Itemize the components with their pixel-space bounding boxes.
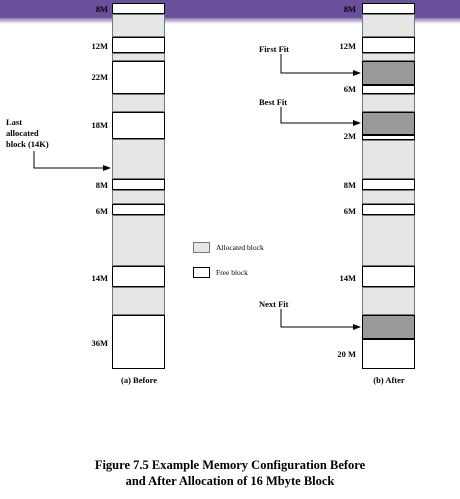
last-allocated-label-line2: allocated bbox=[6, 128, 39, 138]
size-label: 12M bbox=[339, 41, 356, 51]
slide-header-fade bbox=[0, 18, 460, 24]
block-allocated bbox=[362, 287, 415, 315]
size-label: 8M bbox=[343, 4, 356, 14]
block-allocated bbox=[112, 287, 165, 315]
size-label: 22M bbox=[91, 72, 108, 82]
size-label: 8M bbox=[95, 180, 108, 190]
block-allocated bbox=[362, 140, 415, 179]
block-free-14m bbox=[112, 266, 165, 287]
size-label: 14M bbox=[339, 273, 356, 283]
block-free-14m bbox=[362, 266, 415, 287]
size-label: 6M bbox=[343, 206, 356, 216]
block-free-8m bbox=[112, 3, 165, 14]
size-label: 36M bbox=[91, 338, 108, 348]
figure-caption-line2: and After Allocation of 16 Mbyte Block bbox=[125, 474, 335, 488]
block-first-fit bbox=[362, 61, 415, 85]
block-allocated bbox=[112, 94, 165, 112]
block-allocated bbox=[362, 14, 415, 37]
block-free-2m bbox=[362, 135, 415, 140]
legend-free-swatch bbox=[193, 267, 210, 278]
last-allocated-label-line3: block (14K) bbox=[6, 139, 49, 149]
block-free-8m bbox=[362, 3, 415, 14]
block-allocated bbox=[362, 53, 415, 61]
size-label: 2M bbox=[343, 131, 356, 141]
first-fit-arrow bbox=[280, 54, 361, 76]
block-free-6m bbox=[112, 204, 165, 215]
block-free-36m bbox=[112, 315, 165, 369]
block-best-fit bbox=[362, 112, 415, 135]
after-caption: (b) After bbox=[373, 375, 405, 385]
block-free-8m bbox=[112, 179, 165, 190]
block-free-12m bbox=[112, 37, 165, 53]
block-free-8m bbox=[362, 179, 415, 190]
block-next-fit bbox=[362, 315, 415, 339]
block-free-20m bbox=[362, 339, 415, 369]
block-allocated-last bbox=[112, 139, 165, 179]
before-caption: (a) Before bbox=[121, 375, 157, 385]
block-allocated bbox=[112, 215, 165, 266]
block-allocated bbox=[362, 94, 415, 112]
block-allocated bbox=[112, 190, 165, 204]
last-allocated-arrow bbox=[33, 151, 111, 171]
best-fit-arrow bbox=[280, 107, 361, 126]
block-free-6m bbox=[362, 204, 415, 215]
size-label: 6M bbox=[343, 84, 356, 94]
block-free-18m bbox=[112, 112, 165, 139]
size-label: 20 M bbox=[337, 349, 356, 359]
size-label: 8M bbox=[343, 180, 356, 190]
next-fit-arrow bbox=[280, 309, 361, 330]
next-fit-label: Next Fit bbox=[259, 299, 289, 309]
figure-caption-line1: Figure 7.5 Example Memory Configuration … bbox=[94, 458, 366, 472]
legend-free-label: Free block bbox=[216, 268, 248, 277]
best-fit-label: Best Fit bbox=[259, 97, 288, 107]
block-allocated bbox=[112, 53, 165, 61]
block-allocated bbox=[362, 215, 415, 266]
size-label: 8M bbox=[95, 4, 108, 14]
size-label: 6M bbox=[95, 206, 108, 216]
size-label: 18M bbox=[91, 120, 108, 130]
size-label: 14M bbox=[91, 273, 108, 283]
last-allocated-label-line1: Last bbox=[6, 117, 23, 127]
legend-allocated-swatch bbox=[193, 242, 210, 253]
block-free-22m bbox=[112, 61, 165, 94]
block-allocated bbox=[112, 14, 165, 37]
block-free-12m bbox=[362, 37, 415, 53]
block-allocated bbox=[362, 190, 415, 204]
legend-allocated-label: Allocated block bbox=[216, 243, 264, 252]
block-free-6m bbox=[362, 85, 415, 94]
first-fit-label: First Fit bbox=[259, 44, 289, 54]
size-label: 12M bbox=[91, 41, 108, 51]
